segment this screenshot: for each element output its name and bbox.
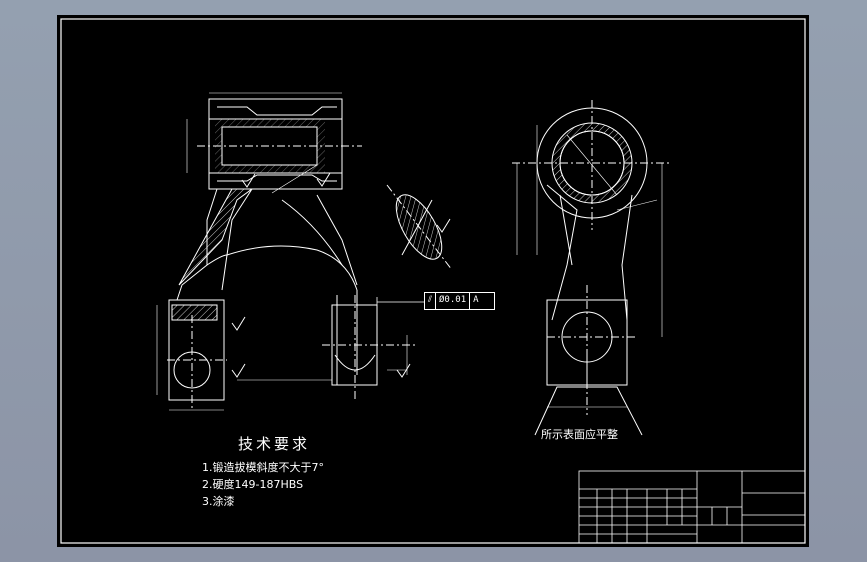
tolerance-datum: A (473, 295, 479, 305)
title-block (578, 470, 806, 544)
tolerance-symbol: ⫽ (425, 293, 437, 309)
technical-requirement-1: 1.锻造拔模斜度不大于7° (202, 461, 324, 474)
technical-requirements-title: 技术要求 (238, 435, 311, 453)
sheet-border (60, 18, 806, 544)
section-view (156, 92, 453, 411)
drawing-canvas (60, 18, 806, 544)
flat-surface-note: 所示表面应平整 (541, 428, 618, 441)
tolerance-value: Ø0.01 (436, 293, 471, 309)
drawing-sheet: ⫽ Ø0.01 A 所示表面应平整 技术要求 1.锻造拔模斜度不大于7° 2.硬… (57, 15, 809, 547)
technical-requirement-3: 3.涂漆 (202, 495, 235, 508)
technical-requirement-2: 2.硬度149-187HBS (202, 478, 304, 491)
front-view (512, 100, 672, 436)
geometric-tolerance-frame: ⫽ Ø0.01 A (424, 292, 495, 310)
